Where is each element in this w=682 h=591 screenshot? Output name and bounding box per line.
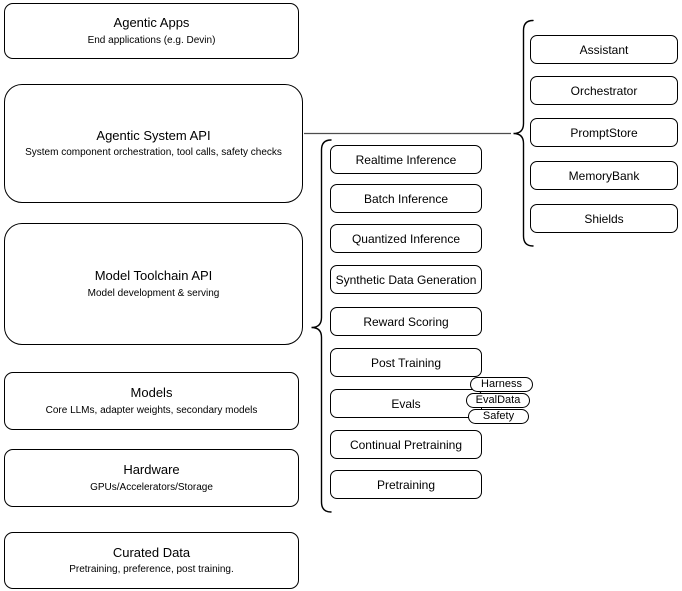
toolchain-node-quantized-inference: Quantized Inference (330, 224, 482, 253)
eval-tag-pill-harness: Harness (470, 377, 533, 392)
eval-tag-label: Safety (482, 410, 515, 422)
system-component-label: Orchestrator (570, 83, 638, 98)
toolchain-node-label: Pretraining (376, 477, 436, 492)
layer-subtitle: Model development & serving (87, 287, 220, 299)
toolchain-node-label: Continual Pretraining (349, 437, 463, 452)
layer-title: Agentic Apps (113, 15, 190, 31)
layer-box-model-toolchain-api: Model Toolchain API Model development & … (4, 223, 303, 345)
system-component-node-memorybank: MemoryBank (530, 161, 678, 190)
toolchain-node-continual-pretraining: Continual Pretraining (330, 430, 482, 459)
layer-title: Agentic System API (96, 127, 211, 143)
eval-tag-label: EvalData (475, 394, 521, 406)
system-components-brace (513, 19, 534, 247)
toolchain-brace (311, 139, 332, 513)
layer-box-curated-data: Curated Data Pretraining, preference, po… (4, 532, 299, 589)
layer-box-hardware: Hardware GPUs/Accelerators/Storage (4, 449, 299, 507)
system-component-label: Shields (584, 211, 624, 226)
layer-title: Hardware (123, 462, 180, 478)
layer-box-agentic-apps: Agentic Apps End applications (e.g. Devi… (4, 3, 299, 59)
eval-tag-pill-evaldata: EvalData (466, 393, 530, 408)
system-component-label: PromptStore (570, 125, 638, 140)
toolchain-node-label: Evals (391, 396, 421, 411)
layer-subtitle: Pretraining, preference, post training. (69, 564, 234, 576)
system-component-label: MemoryBank (568, 168, 640, 183)
toolchain-node-post-training: Post Training (330, 348, 482, 377)
toolchain-node-label: Realtime Inference (355, 152, 457, 167)
layer-title: Model Toolchain API (94, 268, 213, 284)
layer-subtitle: Core LLMs, adapter weights, secondary mo… (45, 404, 258, 416)
toolchain-node-pretraining: Pretraining (330, 470, 482, 499)
toolchain-node-synthetic-data-generation: Synthetic Data Generation (330, 265, 482, 294)
layer-subtitle: System component orchestration, tool cal… (25, 147, 282, 159)
system-component-label: Assistant (579, 42, 629, 57)
eval-tag-pill-safety: Safety (468, 409, 529, 424)
toolchain-node-label: Synthetic Data Generation (335, 272, 477, 287)
system-component-node-assistant: Assistant (530, 35, 678, 64)
toolchain-node-label: Quantized Inference (351, 231, 461, 246)
toolchain-node-evals: Evals (330, 389, 482, 418)
toolchain-node-label: Post Training (370, 355, 442, 370)
toolchain-node-reward-scoring: Reward Scoring (330, 307, 482, 336)
layer-subtitle: GPUs/Accelerators/Storage (90, 481, 213, 493)
layer-box-agentic-system-api: Agentic System API System component orch… (4, 84, 303, 203)
toolchain-node-realtime-inference: Realtime Inference (330, 145, 482, 174)
eval-tag-label: Harness (481, 378, 522, 390)
system-component-node-promptstore: PromptStore (530, 118, 678, 147)
toolchain-node-batch-inference: Batch Inference (330, 184, 482, 213)
toolchain-node-label: Reward Scoring (363, 314, 449, 329)
layer-title: Models (130, 385, 173, 401)
layer-title: Curated Data (112, 544, 191, 560)
system-component-node-orchestrator: Orchestrator (530, 76, 678, 105)
toolchain-node-label: Batch Inference (363, 191, 449, 206)
system-component-node-shields: Shields (530, 204, 678, 233)
layer-box-models: Models Core LLMs, adapter weights, secon… (4, 372, 299, 430)
layer-subtitle: End applications (e.g. Devin) (87, 34, 216, 46)
